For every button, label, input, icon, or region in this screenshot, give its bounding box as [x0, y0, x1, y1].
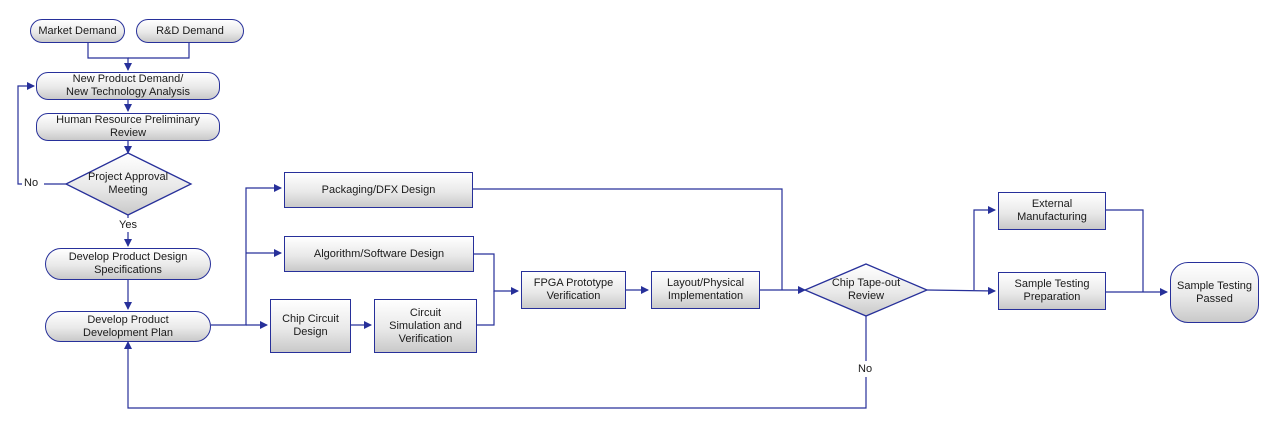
- sample-testing-prep-label: Sample Testing Preparation: [1014, 278, 1090, 303]
- arrow-algorithm-to-fpga: [474, 253, 519, 295]
- algorithm-software-label: Algorithm/Software Design: [313, 247, 445, 260]
- arrow-rd-to-analysis: [128, 43, 190, 59]
- tapeout-diamond: [803, 263, 929, 317]
- project-approval-text: Project Approval Meeting: [76, 166, 180, 202]
- packaging-dfx-label: Packaging/DFX Design: [321, 183, 436, 196]
- approval-no-label: No: [24, 177, 39, 189]
- design-specs-node: Develop Product Design Specifications: [45, 248, 211, 280]
- arrow-tapeout-no: [128, 316, 867, 409]
- design-specs-label: Develop Product Design Specifications: [68, 251, 188, 276]
- layout-physical-node: Layout/Physical Implementation: [651, 271, 760, 309]
- arrow-external-to-passed: [1106, 209, 1144, 292]
- layout-physical-label: Layout/Physical Implementation: [666, 277, 745, 302]
- tapeout-no-label: No: [858, 363, 873, 375]
- approval-diamond: [64, 152, 193, 216]
- arrow-sim-to-fpga: [477, 291, 495, 326]
- arrow-plan-to-packaging: [211, 184, 282, 326]
- hr-review-label: Human Resource Preliminary Review: [56, 114, 200, 139]
- arrow-packaging-to-tapeout: [473, 188, 783, 290]
- external-manufacturing-label: External Manufacturing: [1017, 198, 1087, 223]
- sample-testing-passed-label: Sample Testing Passed: [1176, 279, 1252, 305]
- chip-circuit-node: Chip Circuit Design: [270, 299, 351, 353]
- project-approval-label: Project Approval Meeting: [87, 171, 169, 196]
- tapeout-review-text: Chip Tape-out Review: [818, 272, 914, 308]
- arrow-approval-no: [17, 86, 66, 185]
- rd-demand-node: R&D Demand: [136, 19, 244, 43]
- tapeout-review-label: Chip Tape-out Review: [831, 277, 901, 302]
- arrow-tapeout-to-prep: [926, 286, 996, 295]
- new-product-analysis-label: New Product Demand/ New Technology Analy…: [66, 73, 190, 98]
- sample-testing-passed-node: Sample Testing Passed: [1170, 262, 1259, 323]
- algorithm-software-node: Algorithm/Software Design: [284, 236, 474, 272]
- hr-review-node: Human Resource Preliminary Review: [36, 113, 220, 141]
- arrow-market-to-analysis: [87, 43, 132, 71]
- rd-demand-label: R&D Demand: [156, 24, 224, 37]
- fpga-verification-node: FPGA Prototype Verification: [521, 271, 626, 309]
- circuit-sim-label: Circuit Simulation and Verification: [389, 306, 462, 345]
- dev-plan-node: Develop Product Development Plan: [45, 311, 211, 342]
- sample-testing-prep-node: Sample Testing Preparation: [998, 272, 1106, 310]
- market-demand-node: Market Demand: [30, 19, 125, 43]
- arrow-tapeout-to-external: [973, 206, 996, 290]
- fpga-verification-label: FPGA Prototype Verification: [533, 277, 614, 302]
- dev-plan-label: Develop Product Development Plan: [83, 313, 173, 339]
- chip-circuit-label: Chip Circuit Design: [282, 313, 339, 338]
- approval-yes-label: Yes: [119, 219, 137, 231]
- external-manufacturing-node: External Manufacturing: [998, 192, 1106, 230]
- packaging-dfx-node: Packaging/DFX Design: [284, 172, 473, 208]
- new-product-analysis-node: New Product Demand/ New Technology Analy…: [36, 72, 220, 100]
- market-demand-label: Market Demand: [38, 24, 117, 37]
- circuit-sim-node: Circuit Simulation and Verification: [374, 299, 477, 353]
